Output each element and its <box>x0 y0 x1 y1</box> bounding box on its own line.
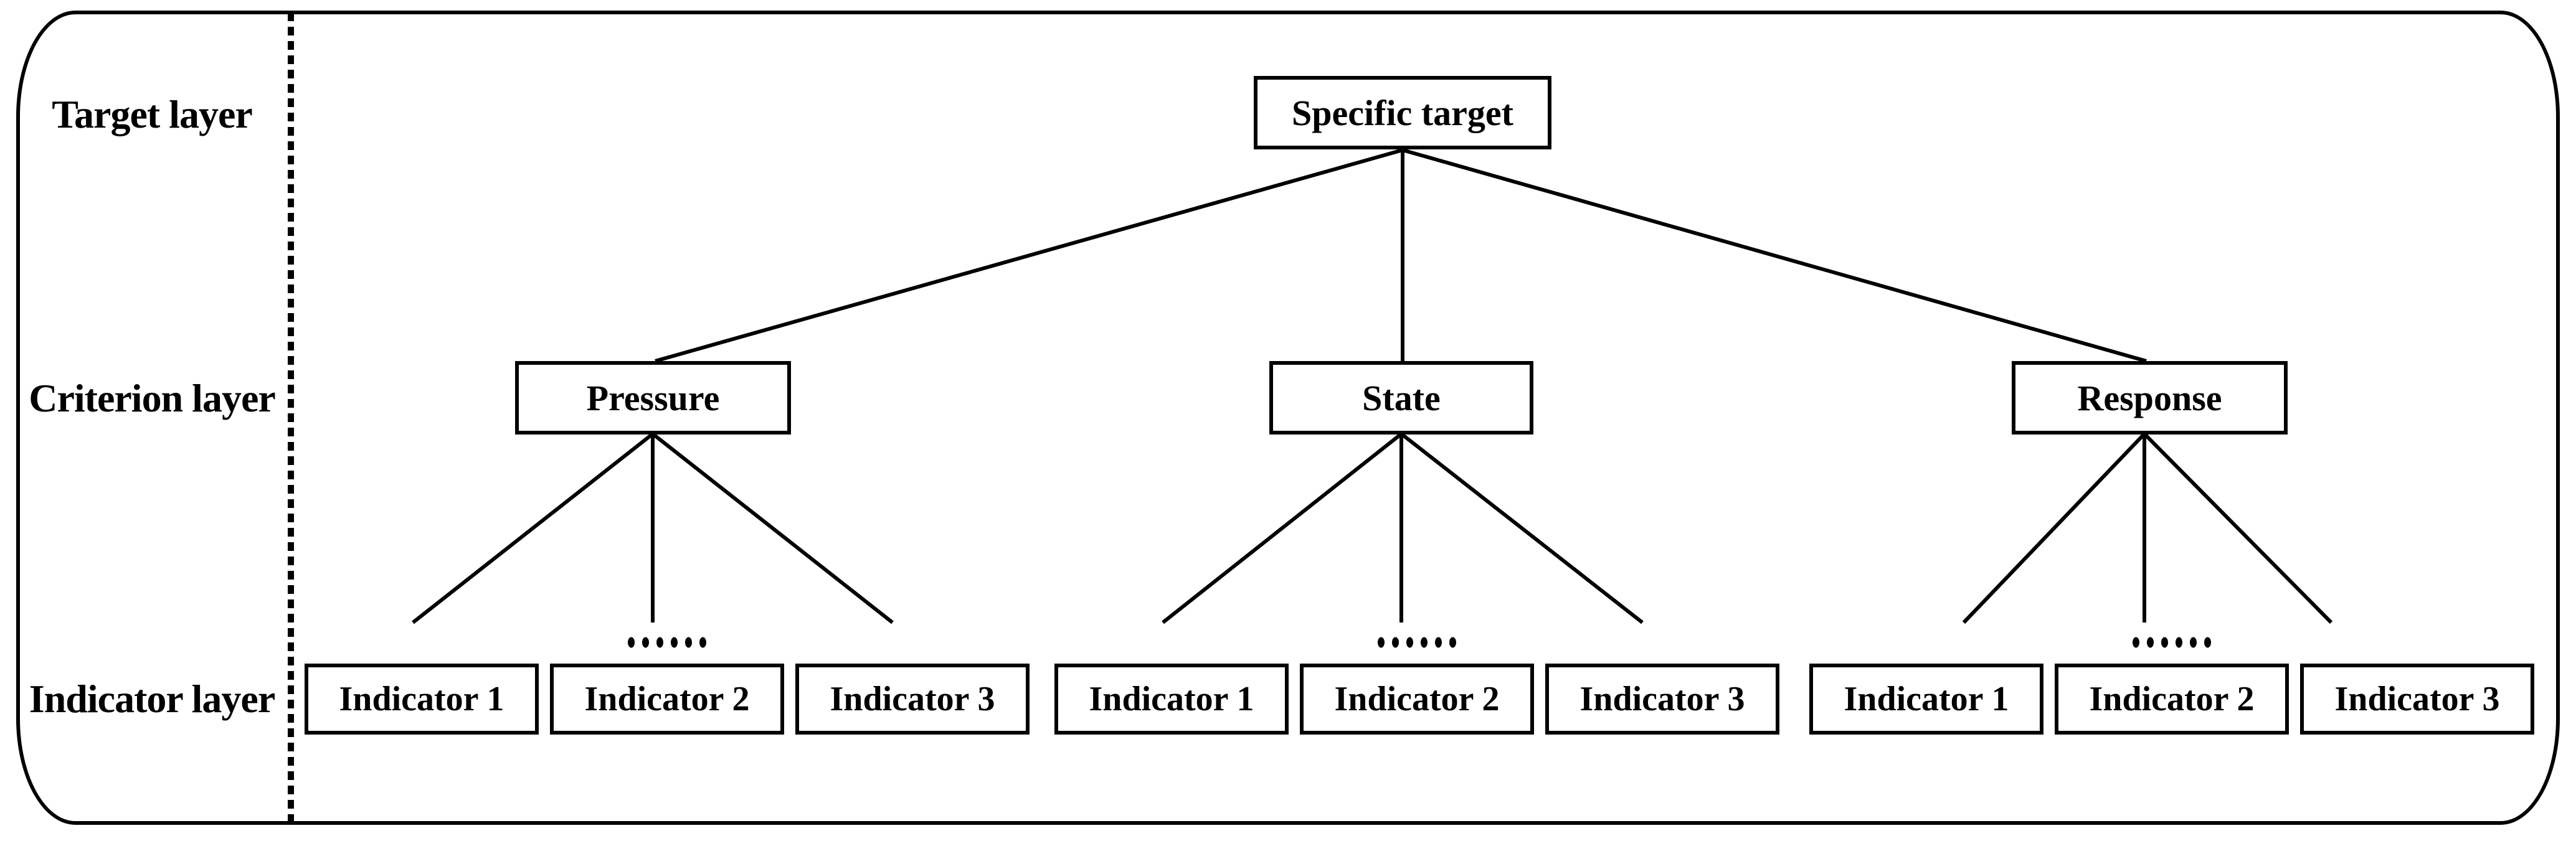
ellipsis-dot <box>656 637 663 648</box>
target-layer-label: Target layer <box>52 92 253 136</box>
ellipsis-dot <box>1406 637 1413 648</box>
ellipsis-dot <box>1392 637 1399 648</box>
ellipsis-dot <box>1435 637 1442 648</box>
ellipsis-dot <box>1421 637 1428 648</box>
ellipsis-dot <box>2147 637 2154 648</box>
ellipsis-dot <box>628 637 635 648</box>
ellipsis-dot <box>1449 637 1456 648</box>
ellipsis-dot <box>2204 637 2211 648</box>
criterion-layer-label: Criterion layer <box>29 376 276 420</box>
ellipsis-dot <box>671 637 678 648</box>
indicator-box: Indicator 1 <box>305 664 539 735</box>
ellipsis-dot <box>2176 637 2182 648</box>
diagram-frame <box>16 11 2560 825</box>
indicator-box: Indicator 3 <box>795 664 1030 735</box>
indicator-box: Indicator 2 <box>2055 664 2289 735</box>
ellipsis-dot <box>2190 637 2197 648</box>
indicator-layer-label: Indicator layer <box>29 677 275 721</box>
criterion-box-response: Response <box>2012 361 2288 435</box>
ellipsis-dots <box>628 637 2211 648</box>
criterion-box-pressure: Pressure <box>515 361 791 435</box>
indicator-box: Indicator 1 <box>1809 664 2043 735</box>
indicator-box: Indicator 3 <box>1545 664 1779 735</box>
ellipsis-dot <box>2161 637 2168 648</box>
indicator-box: Indicator 3 <box>2300 664 2534 735</box>
ellipsis-dot <box>685 637 692 648</box>
ellipsis-dot <box>699 637 706 648</box>
specific-target-box: Specific target <box>1254 76 1551 149</box>
ellipsis-dot <box>2133 637 2139 648</box>
indicator-box: Indicator 2 <box>550 664 784 735</box>
ellipsis-dot <box>642 637 649 648</box>
indicator-box: Indicator 2 <box>1300 664 1534 735</box>
criterion-box-state: State <box>1269 361 1533 435</box>
ellipsis-dot <box>1378 637 1385 648</box>
indicator-box: Indicator 1 <box>1054 664 1289 735</box>
